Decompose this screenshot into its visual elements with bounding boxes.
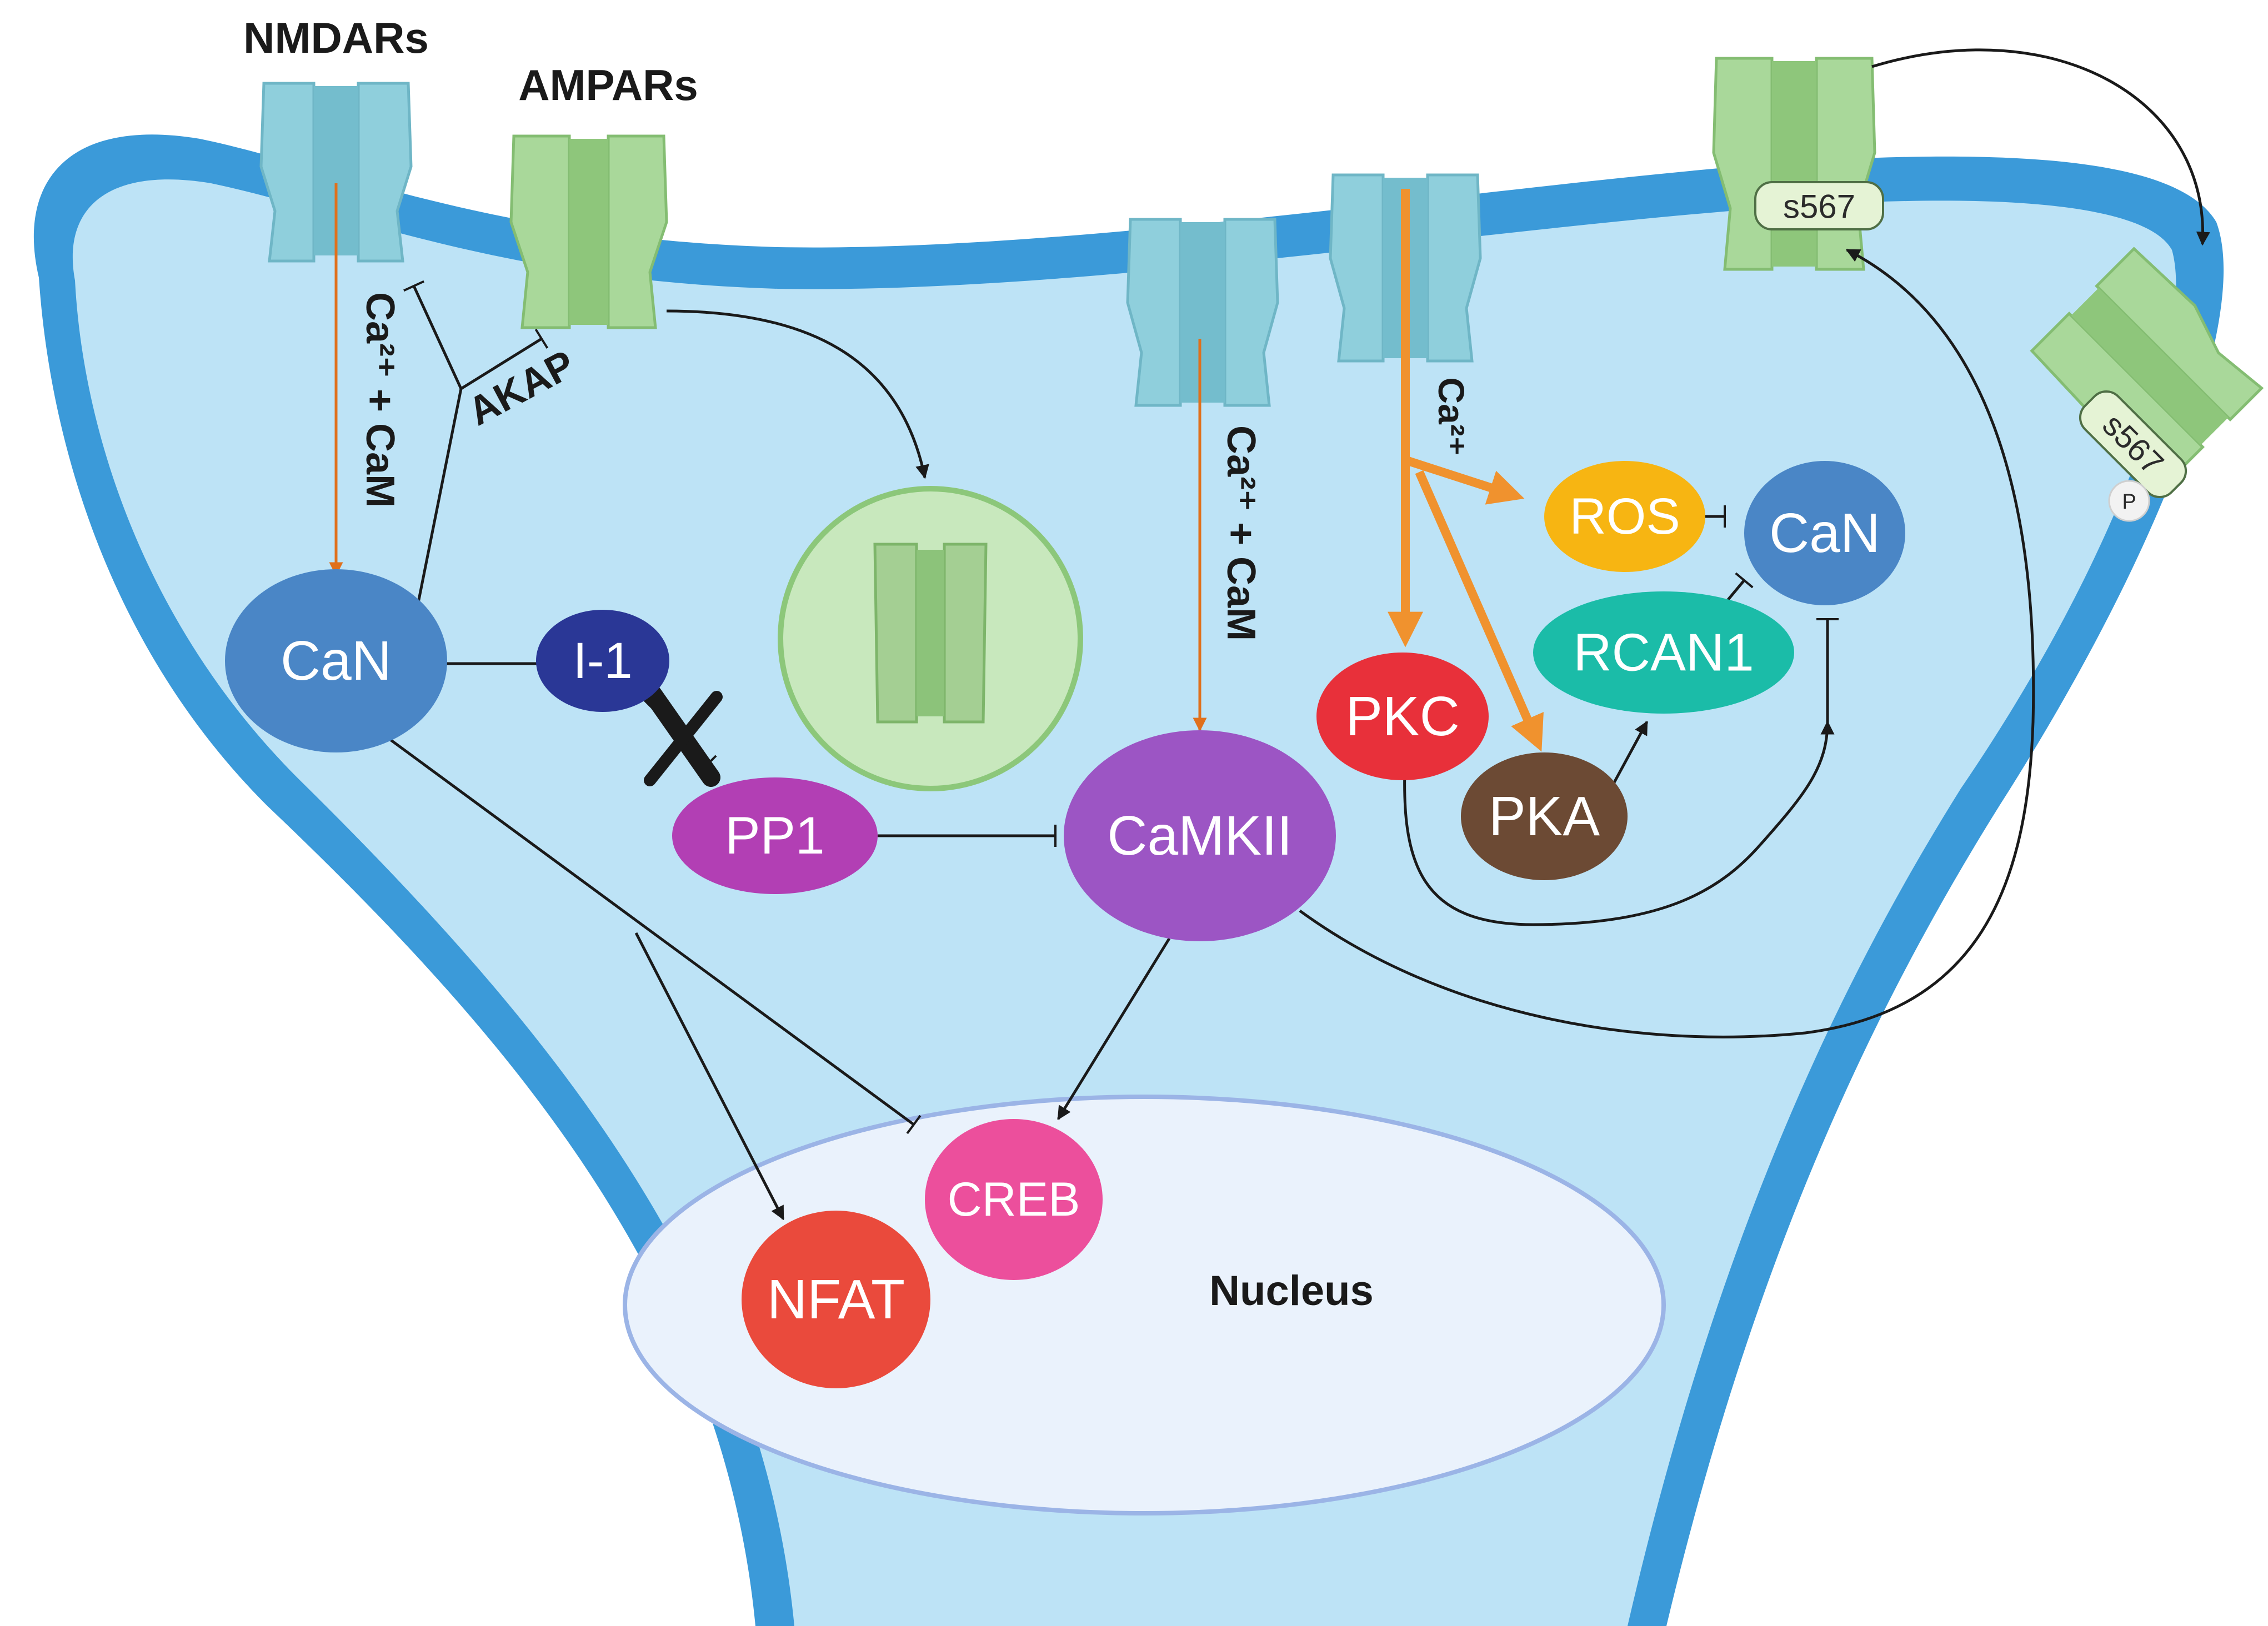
- i1-node: [536, 610, 669, 712]
- pka-activate-rcan1: [1609, 720, 1649, 790]
- nucleus-label: Nucleus: [1209, 1267, 1374, 1314]
- ros-node: [1544, 461, 1705, 572]
- s567-tag: [2079, 390, 2187, 499]
- camkii-node: [1064, 730, 1336, 941]
- creb-node: [925, 1119, 1103, 1280]
- pka-node: [1461, 752, 1628, 880]
- nmdars-label: NMDARs: [243, 13, 429, 62]
- blocked-icon: [643, 685, 723, 787]
- ampar-channel-icon: [1712, 57, 1876, 271]
- can-label: CaN: [281, 630, 392, 692]
- akap-inhibit-ampar: [460, 328, 549, 390]
- creb-label: CREB: [948, 1173, 1080, 1226]
- ros-label: ROS: [1569, 488, 1680, 545]
- nfat-label: NFAT: [767, 1268, 905, 1331]
- s567-tag: [1754, 181, 1884, 230]
- pkc-to-rcan1-loop: [1403, 720, 1835, 926]
- camkii-activate-creb: [1057, 937, 1171, 1121]
- pkc-node: [1316, 653, 1489, 780]
- nucleus: [623, 1095, 1666, 1515]
- camkii-label: CaMKII: [1107, 805, 1292, 867]
- akap-inhibit-nmdar: [403, 280, 463, 390]
- phosphate-label: P: [2122, 490, 2136, 514]
- i1-label: I-1: [573, 633, 632, 689]
- phosphate-badge: [2108, 480, 2150, 522]
- ampar-channel-icon: [509, 134, 668, 329]
- pp1-label: PP1: [725, 806, 825, 865]
- can-inhibit-creb: [388, 737, 922, 1135]
- ca-arrow-pka: [1415, 470, 1544, 752]
- can-activate-nfat: [634, 932, 785, 1221]
- endocytosis-arrow: [666, 309, 929, 479]
- s567-label: s567: [1783, 188, 1855, 225]
- ca-cam-label: Ca²⁺ + CaM: [1219, 425, 1263, 641]
- akap-link: [415, 388, 463, 611]
- ca-arrow-ros: [1406, 456, 1525, 505]
- pka-label: PKA: [1489, 785, 1600, 847]
- nmdar-channel-icon: [1126, 218, 1279, 407]
- ca-label: Ca²⁺: [1431, 377, 1472, 455]
- can-node: [225, 569, 447, 752]
- can-node: [1744, 461, 1905, 605]
- camkii-to-s567-arrow: [1299, 248, 2035, 1038]
- ca-cam-label: Ca²⁺ + CaM: [358, 292, 402, 508]
- nfat-node: [742, 1211, 930, 1388]
- rcan1-label: RCAN1: [1573, 623, 1754, 682]
- ampars-label: AMPARs: [518, 61, 698, 109]
- trafficking-arrow: [1871, 48, 2210, 246]
- can-label: CaN: [1769, 502, 1880, 564]
- rcan1-node: [1533, 591, 1794, 714]
- pkc-label: PKC: [1345, 685, 1460, 747]
- internalized-ampar-icon: [873, 543, 988, 724]
- pp1-node: [672, 777, 878, 894]
